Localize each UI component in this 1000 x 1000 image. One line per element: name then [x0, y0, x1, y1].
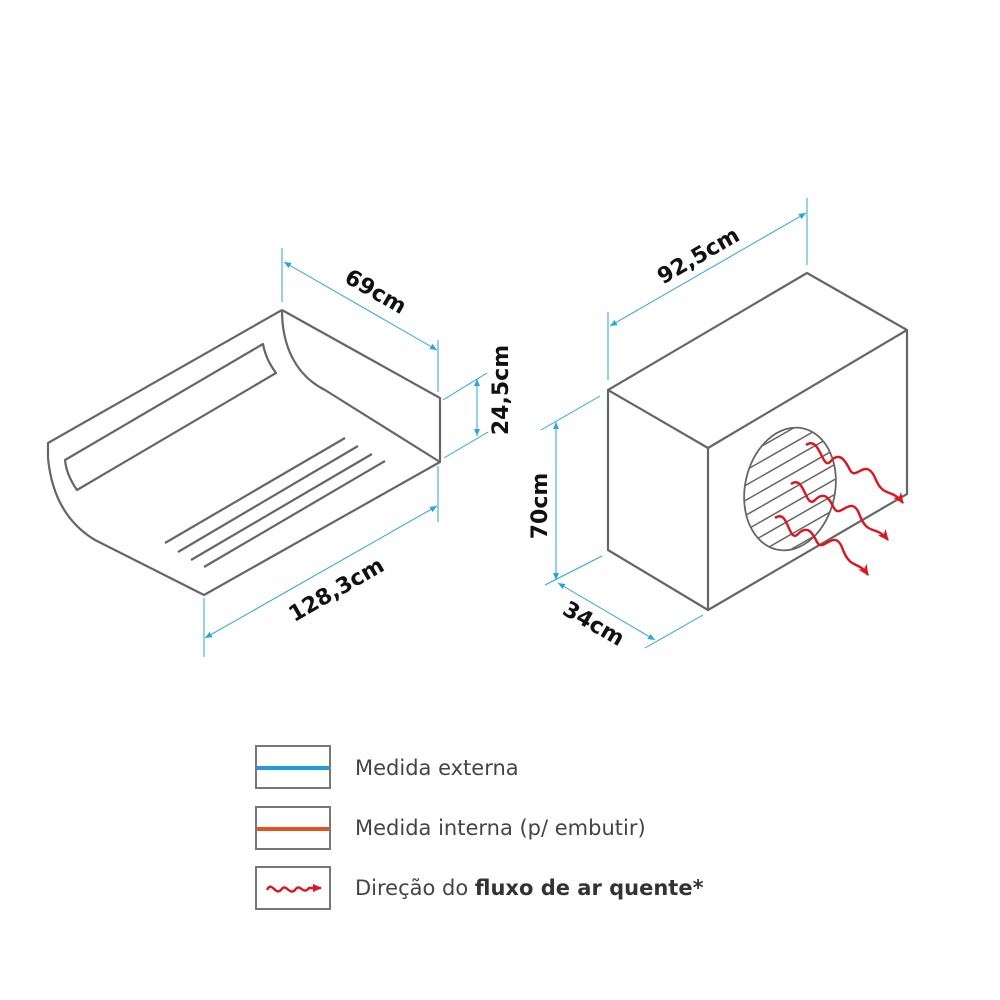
legend-swatch-external	[255, 745, 331, 789]
indoor-dimensions	[203, 248, 489, 657]
indoor-unit-drawing	[46, 309, 442, 597]
outdoor-depth-label: 34cm	[558, 597, 628, 652]
indoor-depth-label: 69cm	[340, 265, 410, 320]
blue-line-icon	[257, 766, 329, 770]
legend-label-airflow-prefix: Direção do	[355, 876, 475, 900]
outdoor-dimensions	[540, 198, 808, 649]
legend-swatch-airflow	[255, 866, 331, 910]
legend-label-airflow-bold: fluxo de ar quente*	[474, 876, 704, 900]
outdoor-height-label: 70cm	[528, 473, 553, 540]
legend-swatch-internal	[255, 806, 331, 850]
orange-line-icon	[257, 827, 329, 831]
legend-label-internal: Medida interna (p/ embutir)	[355, 816, 646, 840]
indoor-width-label: 128,3cm	[285, 553, 389, 627]
indoor-vents	[164, 437, 386, 568]
fan-grille	[733, 418, 847, 560]
legend-label-airflow: Direção do fluxo de ar quente*	[355, 876, 704, 900]
legend-label-external: Medida externa	[355, 756, 519, 780]
airflow-arrows	[774, 441, 904, 576]
outdoor-unit-drawing	[606, 271, 909, 612]
indoor-height-label: 24,5cm	[489, 345, 514, 435]
wavy-arrow-icon	[265, 884, 322, 893]
